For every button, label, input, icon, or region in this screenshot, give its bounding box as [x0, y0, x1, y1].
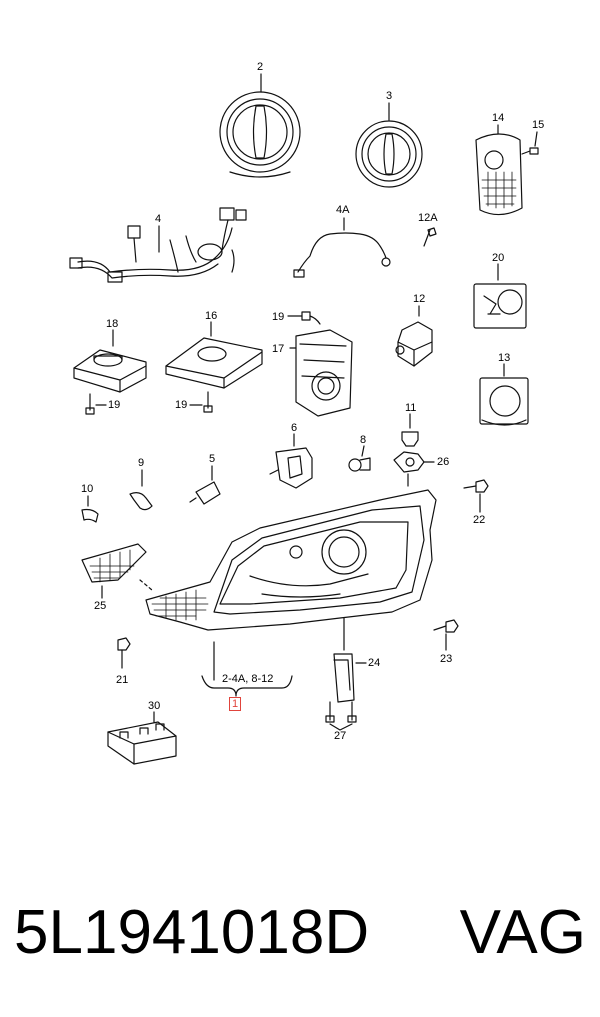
- part-25-grille: [81, 543, 153, 599]
- part-4-wiring-harness: [69, 207, 247, 283]
- brand-name: VAG: [459, 898, 586, 967]
- callout-12: 12: [413, 293, 426, 305]
- callout-9: 9: [138, 457, 145, 469]
- callout-17: 17: [272, 343, 285, 355]
- callout-27: 27: [334, 730, 347, 742]
- callout-20: 20: [492, 252, 505, 264]
- part-3-cap: [355, 102, 423, 188]
- part-number: 5L1941018D: [14, 898, 370, 967]
- callout-18: 18: [106, 318, 119, 330]
- exploded-parts-diagram: 2 3 14 15 4 4A 12A 20 18 16 19 17 12 19 …: [69, 61, 545, 765]
- part-12-actuator: [395, 305, 433, 367]
- part-27-screws: [325, 701, 357, 731]
- callout-11: 11: [405, 402, 417, 414]
- callout-4A: 4A: [336, 204, 350, 216]
- callout-5: 5: [209, 453, 216, 465]
- part-14-led-module: [475, 124, 523, 216]
- callout-2: 2: [257, 61, 264, 73]
- part-16-ballast: [165, 321, 263, 413]
- callout-10: 10: [81, 483, 94, 495]
- part-5-h7-bulb: [189, 465, 221, 505]
- part-26-socket: [393, 451, 435, 487]
- callout-8: 8: [360, 434, 367, 446]
- callout-range: 2-4A, 8-12: [222, 673, 274, 685]
- diagram-drawing: [69, 73, 539, 765]
- callout-4: 4: [155, 213, 162, 225]
- part-1-headlight: [145, 489, 437, 697]
- callout-30: 30: [148, 700, 161, 712]
- part-15-screw: [521, 131, 539, 155]
- part-4A-cable: [293, 217, 391, 278]
- callout-26: 26: [437, 456, 450, 468]
- part-21-screw: [117, 637, 131, 669]
- callout-24: 24: [368, 657, 381, 669]
- callout-22: 22: [473, 514, 486, 526]
- callout-1-highlight: 1: [229, 697, 242, 711]
- part-11-grommet: [401, 413, 419, 447]
- callout-12A: 12A: [418, 212, 438, 224]
- part-23-screw: [433, 619, 459, 651]
- part-caption: 5L1941018D VAG: [0, 896, 600, 976]
- part-6-xenon-bulb: [269, 433, 313, 489]
- callout-16: 16: [205, 310, 218, 322]
- callout-23: 23: [440, 653, 453, 665]
- callout-25: 25: [94, 600, 107, 612]
- part-10-clip: [81, 495, 99, 523]
- part-17-bracket: [287, 311, 353, 417]
- part-24-bracket: [333, 653, 367, 703]
- callout-15: 15: [532, 119, 545, 131]
- part-18-control-unit: [73, 329, 147, 415]
- part-20-module: [473, 263, 527, 329]
- callout-19-mid: 19: [175, 399, 188, 411]
- part-2-cap: [219, 73, 301, 178]
- callout-6: 6: [291, 422, 298, 434]
- part-13-module: [479, 363, 529, 426]
- callout-21: 21: [116, 674, 129, 686]
- callout-13: 13: [498, 352, 511, 364]
- callout-19-left: 19: [108, 399, 121, 411]
- part-30-box: [107, 711, 177, 765]
- part-9-bulb-holder: [129, 469, 153, 511]
- callout-19-top: 19: [272, 311, 285, 323]
- callout-3: 3: [386, 90, 393, 102]
- part-22-screw: [463, 479, 489, 513]
- part-8-bulb: [348, 445, 371, 472]
- callout-14: 14: [492, 112, 505, 124]
- part-12A-screw: [423, 227, 437, 247]
